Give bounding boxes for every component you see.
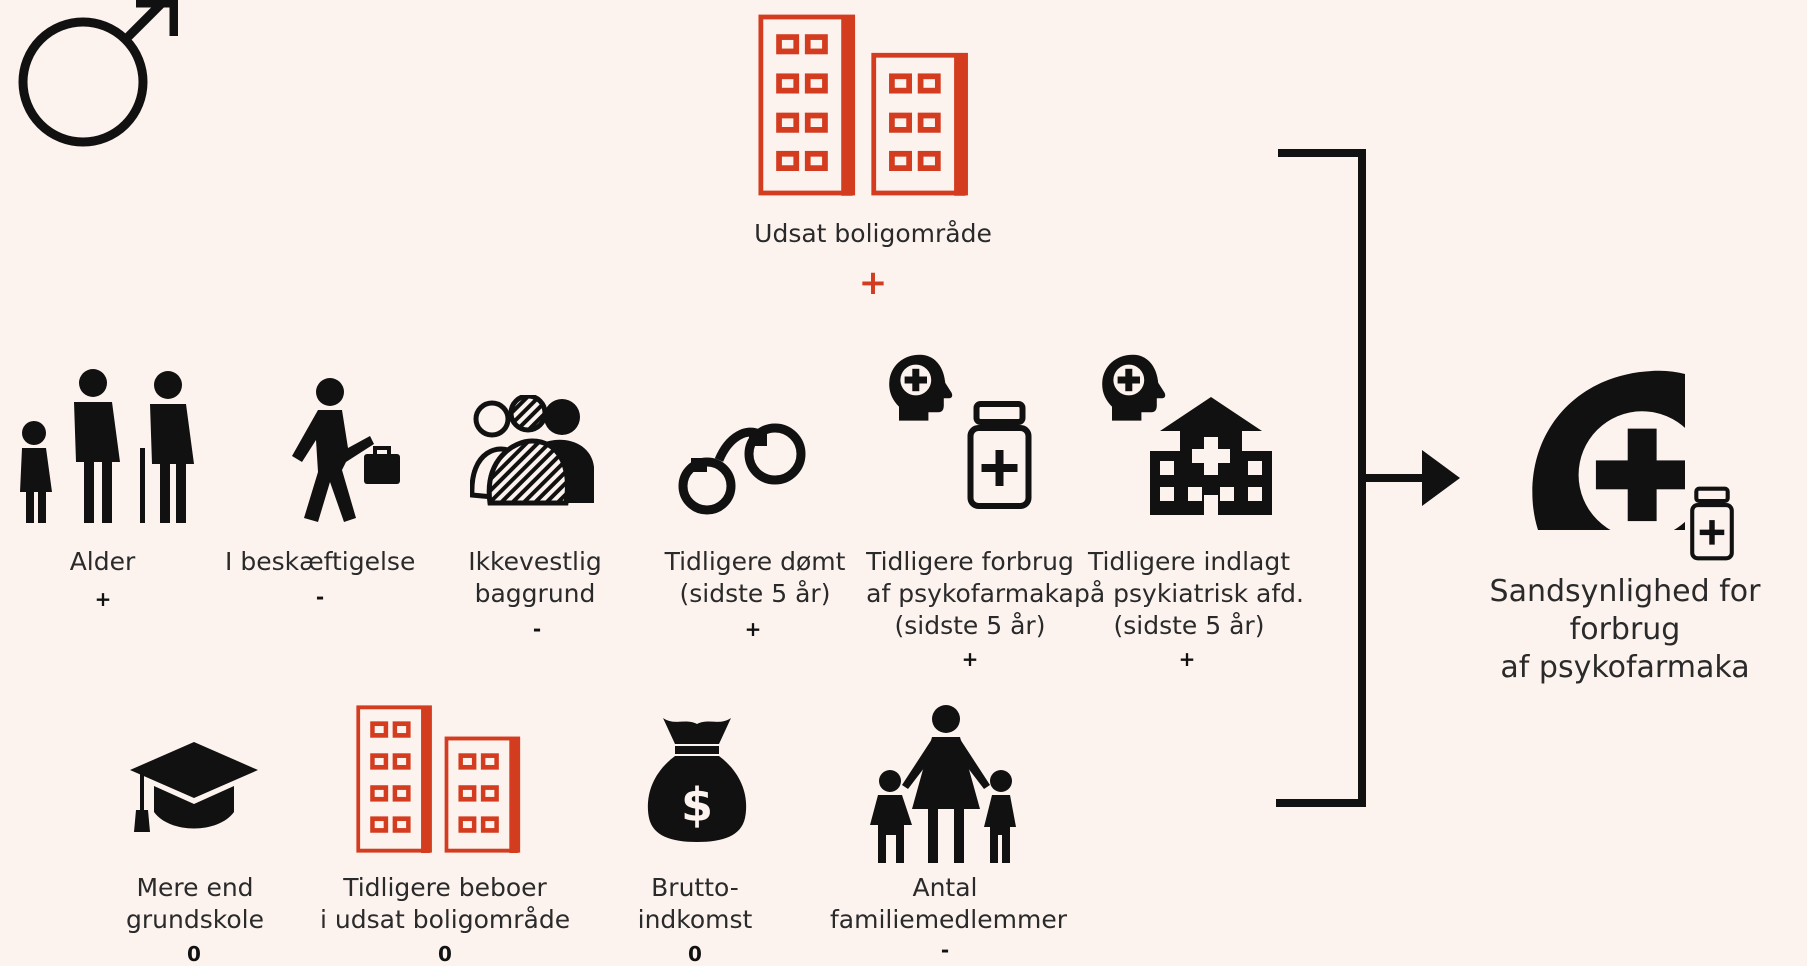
group-people-icon bbox=[469, 393, 595, 515]
factor-label-forbrug: Tidligere forbrug af psykofarmaka (sidst… bbox=[866, 547, 1074, 640]
factor-effect-doemt: + bbox=[744, 617, 762, 641]
factor-label-indlagt: Tidligere indlagt på psykiatrisk afd. (s… bbox=[1074, 547, 1304, 640]
outcome-bottle-icon bbox=[1688, 486, 1736, 561]
buildings-icon bbox=[356, 705, 528, 853]
factor-label-doemt: Tidligere dømt (sidste 5 år) bbox=[664, 547, 846, 608]
factor-effect-ikkevestlig: - bbox=[532, 617, 542, 641]
medicine-bottle-icon bbox=[962, 400, 1037, 510]
factor-effect-alder: + bbox=[94, 587, 112, 611]
factor-effect-familie: - bbox=[940, 938, 950, 962]
factor-effect-forbrug: + bbox=[961, 647, 979, 671]
mother-children-icon bbox=[868, 705, 1023, 865]
factor-label-alder: Alder bbox=[69, 547, 136, 576]
svg-text:$: $ bbox=[681, 778, 713, 832]
head-plus-icon bbox=[885, 352, 955, 422]
factor-effect-indlagt: + bbox=[1178, 647, 1196, 671]
person-briefcase-icon bbox=[278, 378, 403, 523]
male-symbol-icon bbox=[8, 0, 179, 150]
factor-label-beskaeftigelse: I beskæftigelse bbox=[225, 547, 416, 576]
factor-effect-tidl-beboer: 0 bbox=[438, 942, 452, 966]
factor-label-familie: Antal familiemedlemmer bbox=[830, 873, 1067, 934]
graduation-cap-icon bbox=[130, 742, 258, 834]
factor-effect-indkomst: 0 bbox=[688, 942, 702, 966]
factor-effect-beskaeftigelse: - bbox=[315, 585, 325, 609]
top-factor-effect: + bbox=[858, 263, 888, 303]
factor-label-ikkevestlig: Ikkevestlig baggrund bbox=[468, 547, 602, 608]
outcome-label: Sandsynlighed for forbrug af psykofarmak… bbox=[1489, 574, 1761, 685]
family-ages-icon bbox=[8, 368, 208, 524]
factor-label-indkomst: Brutto- indkomst bbox=[637, 873, 753, 934]
head-medicine-bottle-icon bbox=[1515, 355, 1685, 530]
handcuffs-icon bbox=[675, 418, 815, 518]
factor-label-tidl-beboer: Tidligere beboer i udsat boligområde bbox=[320, 873, 571, 934]
factor-label-grundskole: Mere end grundskole bbox=[126, 873, 264, 934]
top-factor-label: Udsat boligområde bbox=[754, 219, 992, 248]
hospital-icon bbox=[1150, 395, 1272, 515]
top-buildings-icon bbox=[758, 10, 978, 200]
factor-effect-grundskole: 0 bbox=[187, 942, 201, 966]
bracket-arrow bbox=[1270, 145, 1470, 815]
money-bag-icon: $ bbox=[645, 718, 749, 842]
